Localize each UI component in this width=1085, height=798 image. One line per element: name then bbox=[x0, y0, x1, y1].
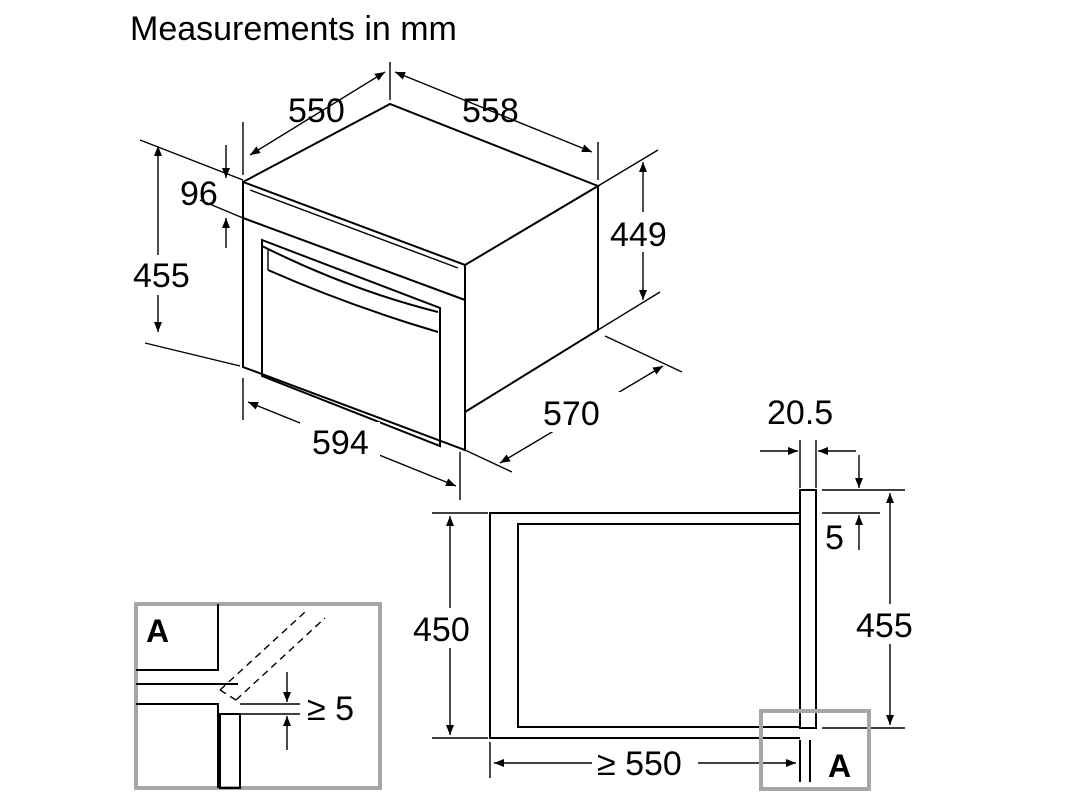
niche-outer bbox=[489, 512, 800, 739]
appliance-front-panel bbox=[242, 180, 466, 452]
front-panel bbox=[799, 489, 817, 729]
niche-drawing bbox=[489, 489, 817, 782]
dim-niche-height: 450 bbox=[413, 611, 470, 649]
ext-line bbox=[464, 449, 513, 473]
ext-line bbox=[597, 149, 659, 187]
control-strip-inner bbox=[249, 189, 459, 269]
detail-ref-letter: A bbox=[828, 748, 851, 784]
dim-total-depth: 570 bbox=[543, 395, 600, 433]
appliance-side-face bbox=[464, 186, 599, 413]
detail-shelf bbox=[136, 683, 238, 788]
dim-panel-height: 96 bbox=[180, 175, 218, 213]
detail-letter: A bbox=[146, 613, 169, 649]
detail-upper-panel bbox=[136, 604, 219, 671]
label-bg bbox=[540, 392, 620, 432]
appliance-dimensions: 550 558 96 455 449 594 570 bbox=[133, 62, 683, 500]
niche-inner bbox=[517, 523, 800, 728]
ext-line bbox=[597, 291, 661, 331]
control-strip-line bbox=[242, 217, 466, 301]
dim-front-height: 455 bbox=[856, 607, 913, 645]
detail-dashed-edge bbox=[219, 611, 326, 701]
dim-top-offset: 5 bbox=[825, 519, 844, 557]
label-bg bbox=[300, 422, 380, 462]
dim-width-top: 550 bbox=[288, 92, 345, 130]
label-bg bbox=[135, 255, 195, 295]
dim-niche-depth: ≥ 550 bbox=[597, 745, 682, 783]
dim-side-height: 449 bbox=[610, 216, 667, 254]
label-bg bbox=[412, 608, 482, 648]
label-bg bbox=[592, 742, 698, 782]
dim-558-line bbox=[394, 71, 593, 153]
appliance-door bbox=[261, 238, 441, 448]
ext-line bbox=[199, 199, 244, 219]
label-bg bbox=[855, 604, 925, 644]
dim-depth-top: 558 bbox=[462, 92, 519, 130]
ext-line bbox=[604, 335, 683, 373]
detail-ref-frame bbox=[759, 709, 871, 791]
dim-front-width: 594 bbox=[312, 424, 369, 462]
door-handle bbox=[261, 245, 439, 333]
dim-front-panel: 20.5 bbox=[767, 394, 833, 432]
dim-total-height: 455 bbox=[133, 257, 190, 295]
ext-line bbox=[139, 139, 244, 181]
detail-gap: ≥ 5 bbox=[307, 690, 354, 728]
label-bg bbox=[610, 212, 678, 252]
detail-front-strip bbox=[219, 713, 241, 789]
dim-550-line bbox=[249, 71, 386, 156]
diagram-title: Measurements in mm bbox=[130, 10, 457, 48]
detail-frame bbox=[134, 602, 382, 790]
niche-dimensions: 20.5 5 450 455 ≥ 550 A bbox=[412, 394, 925, 791]
lower-stub bbox=[799, 740, 811, 782]
ext-line bbox=[144, 342, 241, 367]
detail-a: A ≥ 5 bbox=[134, 602, 382, 790]
